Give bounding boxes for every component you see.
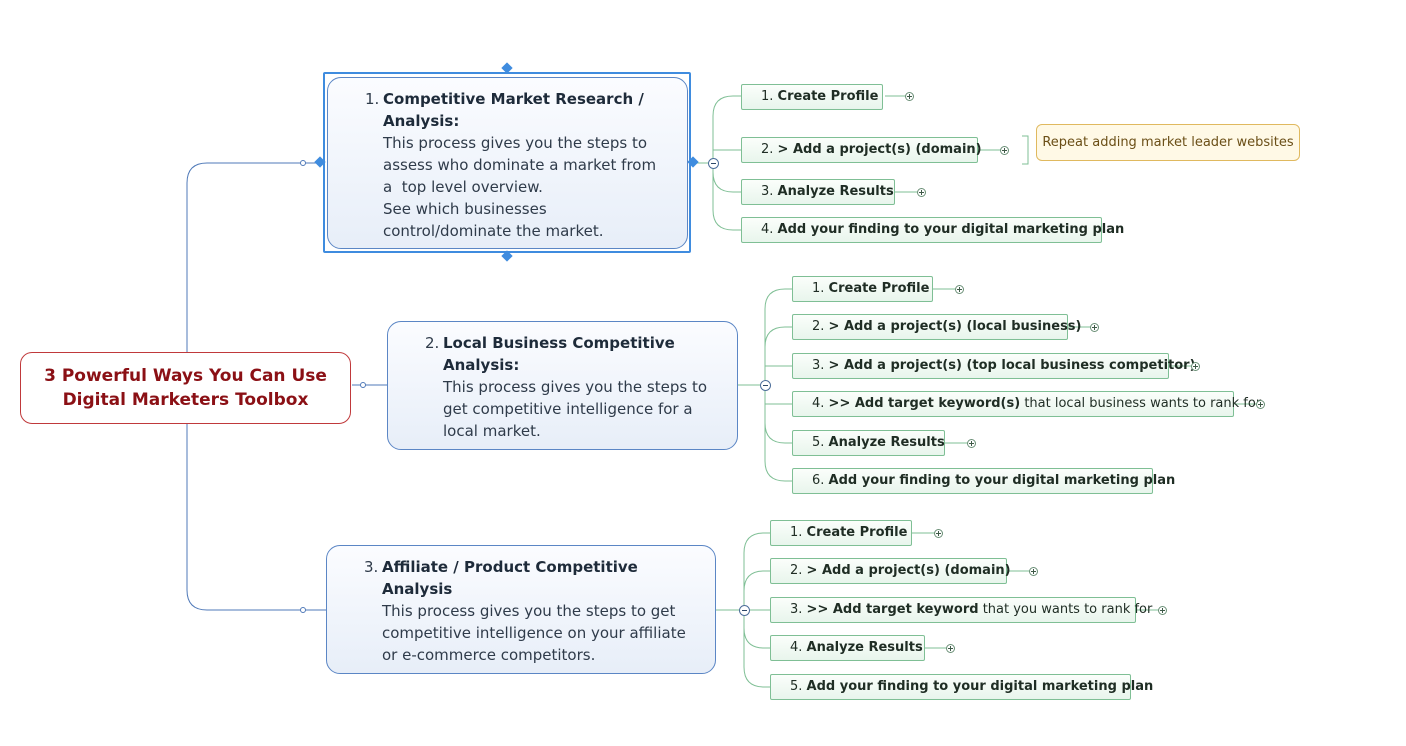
connector-dot bbox=[360, 382, 366, 388]
subtopic-number: 4. bbox=[812, 396, 825, 411]
subtopic-number: 5. bbox=[812, 435, 825, 450]
callout-note[interactable]: Repeat adding market leader websites bbox=[1036, 124, 1300, 161]
subtopic-label: Create Profile bbox=[777, 89, 879, 104]
subtopic-label: > Add a project(s) (local business) bbox=[828, 319, 1082, 334]
subtopic-box[interactable]: 4. Analyze Results bbox=[770, 635, 925, 661]
collapse-toggle-icon[interactable] bbox=[708, 158, 719, 169]
subtopic-label: Analyze Results bbox=[777, 184, 894, 199]
subtopic-label: Add your finding to your digital marketi… bbox=[777, 222, 1125, 237]
subtopic-number: 3. bbox=[761, 184, 774, 199]
topic-title-line: Competitive Market Research / bbox=[383, 90, 644, 108]
subtopic-number: 6. bbox=[812, 473, 825, 488]
topic-body-line: control/dominate the market. bbox=[383, 222, 604, 240]
expand-icon[interactable] bbox=[905, 92, 914, 101]
subtopic-label: Analyze Results bbox=[806, 640, 923, 655]
subtopic-box[interactable]: 4. >> Add target keyword(s) that local b… bbox=[792, 391, 1261, 417]
subtopic-box[interactable]: 6. Add your finding to your digital mark… bbox=[792, 468, 1175, 494]
expand-icon[interactable] bbox=[1256, 400, 1265, 409]
expand-icon[interactable] bbox=[1191, 362, 1200, 371]
subtopic-box[interactable]: 3. > Add a project(s) (top local busines… bbox=[792, 353, 1196, 379]
expand-icon[interactable] bbox=[934, 529, 943, 538]
subtopic-box[interactable]: 5. Add your finding to your digital mark… bbox=[770, 674, 1153, 700]
subtopic-box[interactable]: 1. Create Profile bbox=[792, 276, 933, 302]
subtopic-label: > Add a project(s) (top local business c… bbox=[828, 358, 1196, 373]
topic-body-line: get competitive intelligence for a bbox=[443, 400, 693, 418]
subtopic-label-rest: that you wants to rank for bbox=[978, 602, 1153, 617]
subtopic-number: 1. bbox=[761, 89, 774, 104]
main-topic-3[interactable]: 3. Affiliate / Product Competitive Analy… bbox=[326, 545, 716, 674]
subtopic-box[interactable]: 3. Analyze Results bbox=[741, 179, 895, 205]
topic-body-line: This process gives you the steps to get bbox=[382, 602, 676, 620]
subtopic-box[interactable]: 5. Analyze Results bbox=[792, 430, 945, 456]
expand-icon[interactable] bbox=[967, 439, 976, 448]
connector-dot bbox=[300, 607, 306, 613]
topic-body-line: a top level overview. bbox=[383, 178, 543, 196]
subtopic-label: >> Add target keyword bbox=[806, 602, 979, 617]
topic-number: 2. bbox=[425, 334, 440, 352]
topic-body-line: assess who dominate a market from bbox=[383, 156, 657, 174]
subtopic-box[interactable]: 2. > Add a project(s) (local business) bbox=[792, 314, 1081, 340]
collapse-toggle-icon[interactable] bbox=[739, 605, 750, 616]
subtopic-label: Add your finding to your digital marketi… bbox=[806, 679, 1154, 694]
subtopic-box[interactable]: 1. Create Profile bbox=[770, 520, 912, 546]
subtopic-number: 5. bbox=[790, 679, 803, 694]
topic-number: 1. bbox=[365, 90, 380, 108]
main-topic-1[interactable]: 1. Competitive Market Research / Analysi… bbox=[327, 77, 688, 249]
subtopic-number: 2. bbox=[761, 142, 774, 157]
topic-body-line: This process gives you the steps to bbox=[383, 134, 648, 152]
subtopic-number: 4. bbox=[761, 222, 774, 237]
topic-title-line: Affiliate / Product Competitive bbox=[382, 558, 638, 576]
topic-body-line: competitive intelligence on your affilia… bbox=[382, 624, 686, 642]
subtopic-label: Create Profile bbox=[806, 525, 908, 540]
subtopic-label: > Add a project(s) (domain) bbox=[806, 563, 1011, 578]
topic-body-line: This process gives you the steps to bbox=[443, 378, 708, 396]
connector-dot bbox=[300, 160, 306, 166]
subtopic-label: Add your finding to your digital marketi… bbox=[828, 473, 1176, 488]
central-topic-line2: Digital Marketers Toolbox bbox=[62, 390, 309, 410]
subtopic-label: > Add a project(s) (domain) bbox=[777, 142, 982, 157]
subtopic-box[interactable]: 1. Create Profile bbox=[741, 84, 883, 110]
topic-number: 3. bbox=[364, 558, 379, 576]
subtopic-number: 2. bbox=[812, 319, 825, 334]
subtopic-number: 4. bbox=[790, 640, 803, 655]
central-topic[interactable]: 3 Powerful Ways You Can Use Digital Mark… bbox=[20, 352, 351, 424]
main-topic-2[interactable]: 2. Local Business Competitive Analysis: … bbox=[387, 321, 738, 450]
expand-icon[interactable] bbox=[917, 188, 926, 197]
central-topic-line1: 3 Powerful Ways You Can Use bbox=[44, 366, 327, 386]
expand-icon[interactable] bbox=[955, 285, 964, 294]
subtopic-label-rest: that local business wants to rank for bbox=[1020, 396, 1262, 411]
subtopic-box[interactable]: 4. Add your finding to your digital mark… bbox=[741, 217, 1124, 243]
expand-icon[interactable] bbox=[1029, 567, 1038, 576]
expand-icon[interactable] bbox=[1158, 606, 1167, 615]
subtopic-label: >> Add target keyword(s) bbox=[828, 396, 1021, 411]
subtopic-box[interactable]: 3. >> Add target keyword that you wants … bbox=[770, 597, 1152, 623]
subtopic-box[interactable]: 2. > Add a project(s) (domain) bbox=[741, 137, 982, 163]
subtopic-box[interactable]: 2. > Add a project(s) (domain) bbox=[770, 558, 1011, 584]
subtopic-number: 2. bbox=[790, 563, 803, 578]
topic-body-line: local market. bbox=[443, 422, 541, 440]
expand-icon[interactable] bbox=[946, 644, 955, 653]
subtopic-number: 3. bbox=[812, 358, 825, 373]
topic-title-line: Analysis: bbox=[383, 112, 460, 130]
subtopic-number: 1. bbox=[790, 525, 803, 540]
subtopic-number: 3. bbox=[790, 602, 803, 617]
topic-title-line: Local Business Competitive bbox=[443, 334, 675, 352]
topic-title-line: Analysis: bbox=[443, 356, 520, 374]
subtopic-label: Create Profile bbox=[828, 281, 930, 296]
expand-icon[interactable] bbox=[1000, 146, 1009, 155]
expand-icon[interactable] bbox=[1090, 323, 1099, 332]
collapse-toggle-icon[interactable] bbox=[760, 380, 771, 391]
subtopic-label: Analyze Results bbox=[828, 435, 945, 450]
topic-body-line: See which businesses bbox=[383, 200, 547, 218]
subtopic-number: 1. bbox=[812, 281, 825, 296]
topic-body-line: or e-commerce competitors. bbox=[382, 646, 596, 664]
topic-title-line: Analysis bbox=[382, 580, 453, 598]
